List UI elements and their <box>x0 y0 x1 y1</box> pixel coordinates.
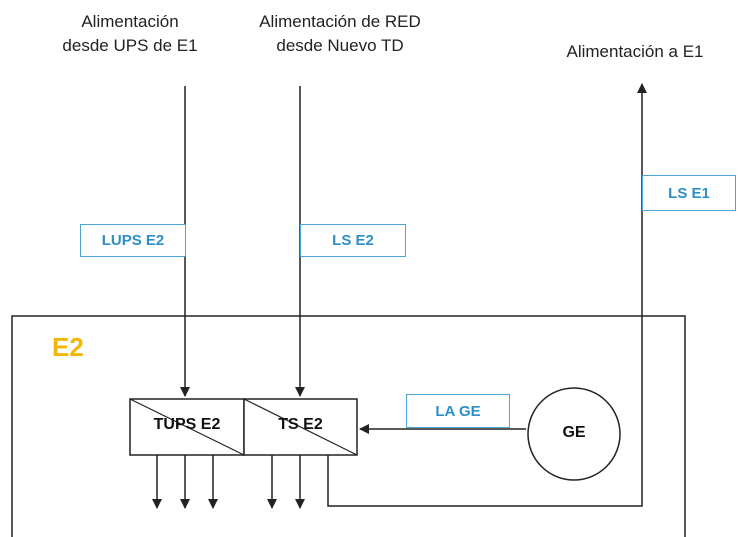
zone-e2-label: E2 <box>52 332 84 362</box>
tag-ls-e2: LS E2 <box>300 224 406 257</box>
tag-lups-e2: LUPS E2 <box>80 224 186 257</box>
ups-feed-caption: Alimentación desde UPS de E1 <box>62 12 198 55</box>
red-feed-caption: Alimentación de RED desde Nuevo TD <box>259 12 421 55</box>
tag-ls-e1: LS E1 <box>642 175 736 211</box>
return-line-to-e1 <box>327 83 647 507</box>
tups-board-label: TUPS E2 <box>153 416 221 433</box>
ts-board-label: TS E2 <box>278 416 323 433</box>
generator-circle <box>527 387 621 481</box>
zone-e2-outline <box>11 315 686 537</box>
out-feed-caption: Alimentación a E1 <box>566 42 704 61</box>
generator-label: GE <box>562 424 586 441</box>
tag-la-ge: LA GE <box>406 394 510 428</box>
ts-diagonal <box>243 398 358 456</box>
tups-diagonal <box>129 398 245 456</box>
